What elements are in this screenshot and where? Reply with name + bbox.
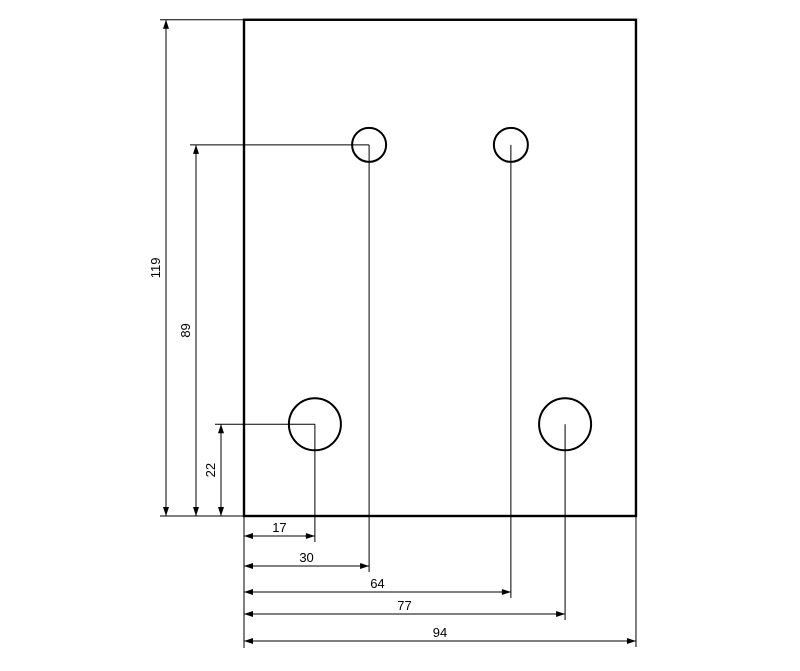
vertical-dimensions: 22 89 119	[148, 19, 370, 517]
arrow-119-start	[163, 507, 169, 516]
dimension-label-77: 77	[397, 598, 411, 613]
arrow-94-start	[244, 638, 253, 644]
arrow-94-end	[626, 638, 636, 644]
arrow-22-end	[218, 424, 224, 434]
arrow-89-start	[193, 507, 199, 516]
dimension-label-119: 119	[148, 258, 163, 279]
arrow-77-start	[244, 611, 253, 617]
arrow-89-end	[193, 144, 199, 154]
plate	[242, 18, 638, 518]
arrow-17-start	[244, 533, 253, 539]
arrow-64-end	[501, 589, 511, 595]
plate-outline	[242, 18, 638, 518]
holes	[287, 126, 593, 452]
dimension-label-30: 30	[299, 550, 313, 565]
arrow-64-start	[244, 589, 253, 595]
arrow-17-end	[305, 533, 315, 539]
arrow-119-end	[163, 19, 169, 29]
arrow-77-end	[556, 611, 566, 617]
arrow-30-start	[244, 563, 253, 569]
dimension-label-22: 22	[203, 463, 218, 477]
arrow-30-end	[360, 563, 370, 569]
horizontal-dimensions: 17 30 64 77 94	[243, 144, 637, 648]
arrow-22-start	[218, 507, 224, 516]
dimension-label-94: 94	[433, 625, 447, 640]
dimension-label-89: 89	[178, 323, 193, 337]
dimension-label-17: 17	[272, 520, 286, 535]
dimension-label-64: 64	[370, 576, 384, 591]
